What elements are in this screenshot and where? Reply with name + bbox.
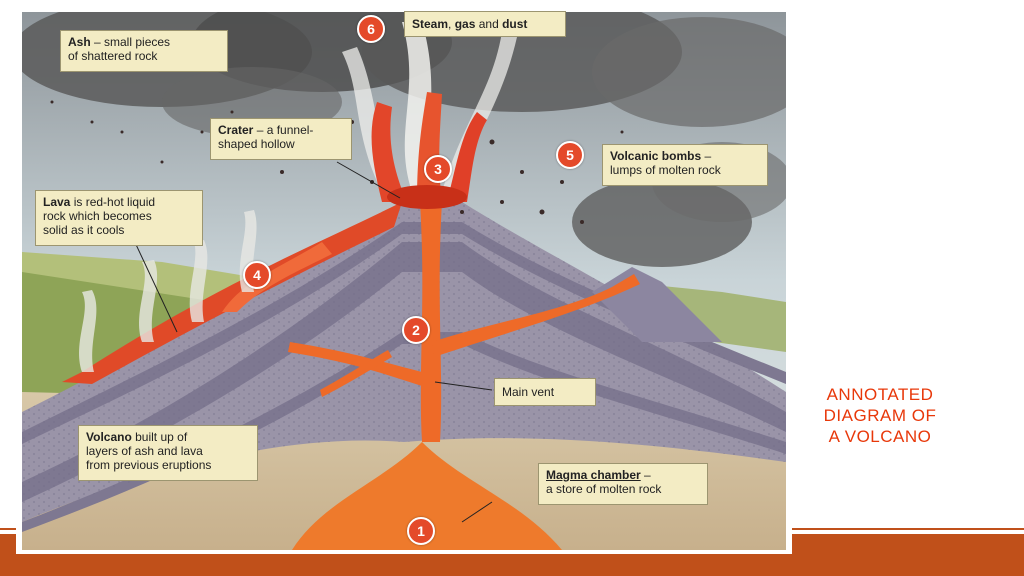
ash-desc-1: – small pieces — [90, 35, 171, 49]
ash-desc-2: of shattered rock — [68, 49, 158, 63]
marker-5: 5 — [556, 141, 584, 169]
pointer-lines — [131, 161, 493, 523]
crater-desc-2: shaped hollow — [218, 137, 295, 151]
eruption — [371, 92, 487, 209]
label-crater: Crater – a funnel- shaped hollow — [210, 118, 352, 160]
volcano-desc-2: layers of ash and lava — [86, 444, 203, 458]
label-lava: Lava is red-hot liquid rock which become… — [35, 190, 203, 246]
lava-desc-3: solid as it cools — [43, 223, 125, 237]
marker-1: 1 — [407, 517, 435, 545]
lava-stream — [222, 242, 332, 312]
label-ash: Ash – small pieces of shattered rock — [60, 30, 228, 72]
marker-4: 4 — [243, 261, 271, 289]
title-line-2: DIAGRAM OF — [823, 406, 937, 425]
label-magma-chamber: Magma chamber – a store of molten rock — [538, 463, 708, 505]
magma-term: Magma chamber — [546, 468, 641, 482]
label-volcanic-bombs: Volcanic bombs – lumps of molten rock — [602, 144, 768, 186]
volcano-term: Volcano — [86, 430, 132, 444]
volcano-desc-3: from previous eruptions — [86, 458, 212, 472]
marker-2: 2 — [402, 316, 430, 344]
magma-desc-1: – — [640, 468, 651, 482]
lava-term: Lava — [43, 195, 71, 209]
title-line-3: A VOLCANO — [828, 427, 932, 446]
lava-desc-2: rock which becomes — [43, 209, 152, 223]
magma-chamber — [292, 442, 562, 550]
label-volcano: Volcano built up of layers of ash and la… — [78, 425, 258, 481]
bombs-term: Volcanic bombs — [610, 149, 702, 163]
magma-desc-2: a store of molten rock — [546, 482, 662, 496]
label-steam: Steam, gas and dust — [404, 11, 566, 37]
crater-term: Crater — [218, 123, 254, 137]
label-main-vent: Main vent — [494, 378, 596, 406]
crater-desc-1: – a funnel- — [253, 123, 314, 137]
dust-word: dust — [502, 17, 528, 31]
bombs-desc-1: – — [701, 149, 712, 163]
marker-6: 6 — [357, 15, 385, 43]
volcano-desc-1: built up of — [131, 430, 188, 444]
title-line-1: ANNOTATED — [826, 385, 934, 404]
and-word: and — [475, 17, 503, 31]
marker-3: 3 — [424, 155, 452, 183]
vent-system — [288, 202, 640, 442]
slide-title: ANNOTATED DIAGRAM OF A VOLCANO — [800, 384, 960, 447]
ash-term: Ash — [68, 35, 91, 49]
gas-word: gas — [454, 17, 476, 31]
lava-desc-1: is red-hot liquid — [70, 195, 156, 209]
main-vent-text: Main vent — [502, 385, 555, 399]
steam-sep: , — [448, 17, 455, 31]
steam-word: Steam — [412, 17, 449, 31]
bombs-desc-2: lumps of molten rock — [610, 163, 721, 177]
